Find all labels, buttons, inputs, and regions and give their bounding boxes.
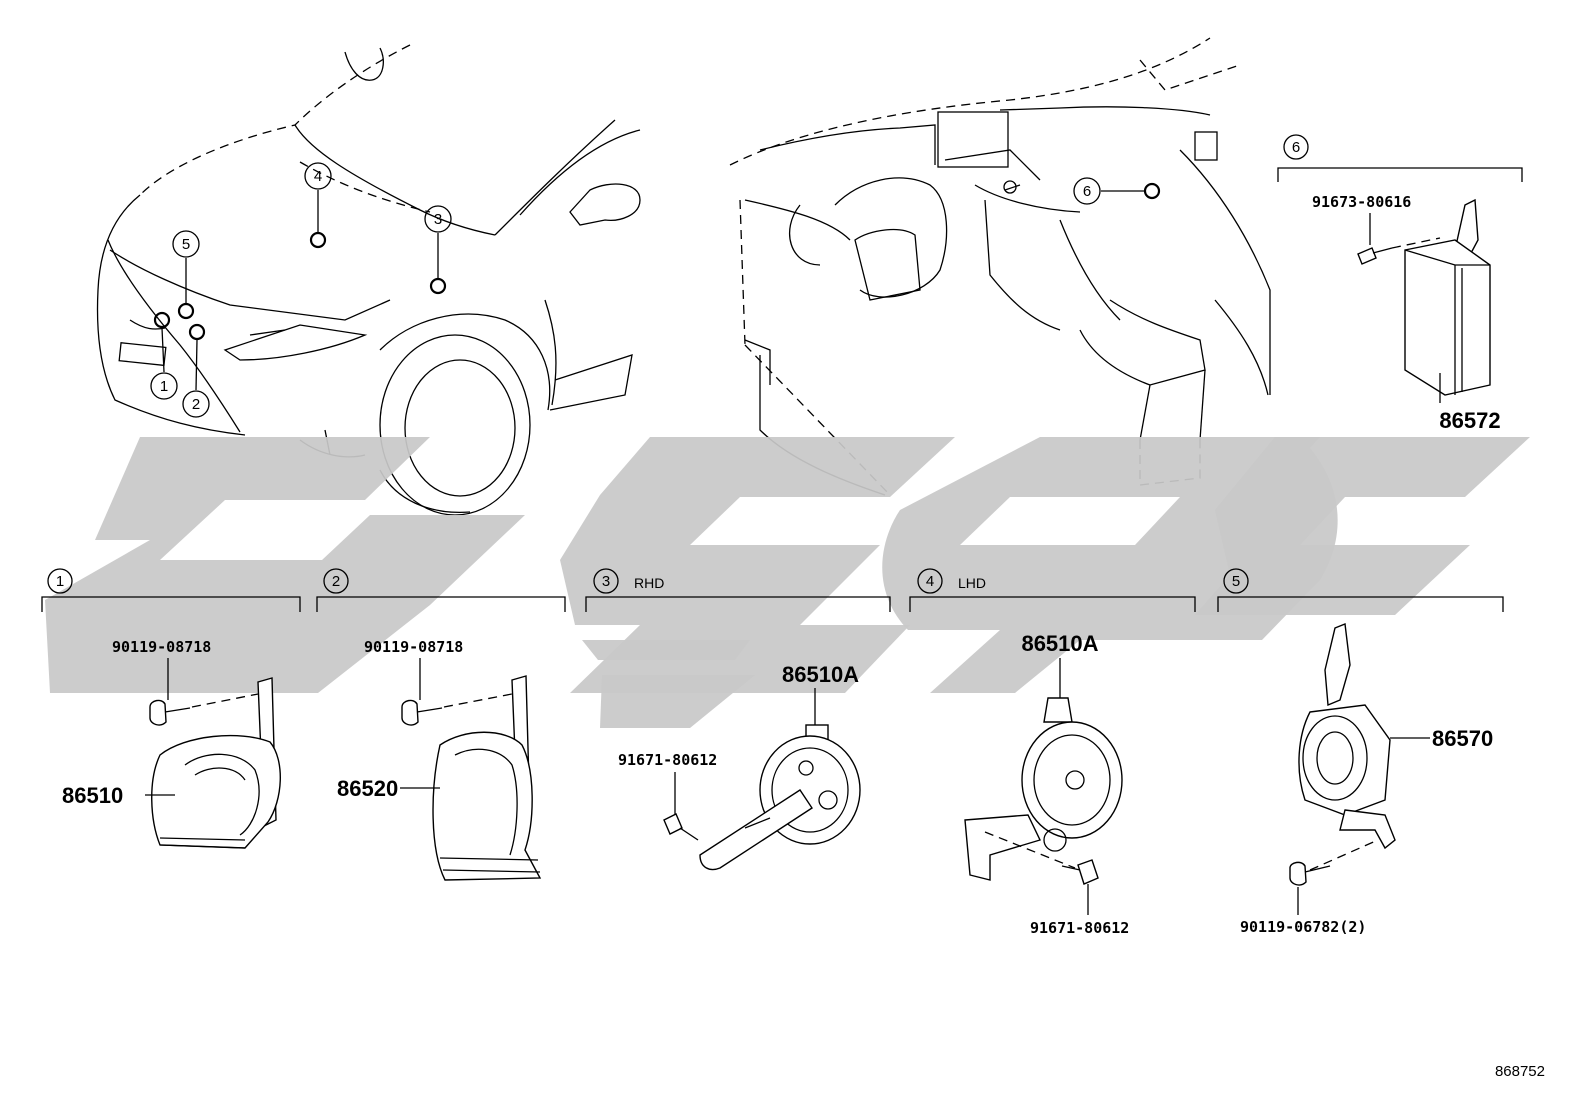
svg-text:4: 4 [314, 168, 322, 185]
section-callout-5: 5 [1223, 568, 1249, 594]
section-brackets [41, 167, 1523, 612]
vehicle-marker-5: 5 [172, 230, 200, 258]
control-module-icon [1404, 198, 1491, 396]
vehicle-marker-4: 4 [304, 162, 332, 190]
horn-icon [151, 677, 281, 849]
dash-marker-6: 6 [1073, 177, 1101, 205]
bolt-icon [1357, 247, 1393, 265]
part-label-86520: 86520 [337, 776, 398, 801]
bolt-icon [663, 813, 699, 841]
section-callout-1: 1 [47, 568, 73, 594]
svg-text:1: 1 [56, 573, 64, 590]
horn-icon [964, 697, 1123, 881]
section-callout-4: 4 LHD [917, 568, 986, 594]
bolt-label-90119-06782: 90119-06782(2) [1240, 918, 1366, 936]
bolt-label-91671-80612-a: 91671-80612 [618, 751, 717, 769]
vehicle-front-drawing: 4 3 5 1 2 [96, 44, 641, 516]
bolt-icon [1289, 861, 1331, 886]
section-callout-6: 6 [1283, 134, 1309, 160]
part-label-86510A-rhd: 86510A [782, 662, 859, 687]
diagram-reference-number: 868752 [1495, 1063, 1545, 1080]
part-label-86510A-lhd: 86510A [1021, 631, 1098, 656]
section-3-horn-rhd: 86510A 91671-80612 [618, 662, 861, 871]
section-1-horn: 90119-08718 86510 [62, 638, 281, 849]
svg-text:5: 5 [1232, 573, 1240, 590]
svg-text:1: 1 [160, 378, 168, 395]
part-label-86572: 86572 [1439, 408, 1500, 433]
section-5-horn: 86570 90119-06782(2) [1240, 623, 1493, 936]
svg-text:5: 5 [182, 236, 190, 253]
svg-text:2: 2 [192, 396, 200, 413]
svg-text:3: 3 [602, 573, 610, 590]
section-4-horn-lhd: 86510A 91671-80612 [964, 631, 1129, 937]
svg-text:6: 6 [1292, 139, 1300, 156]
bolt-icon [149, 699, 191, 726]
vehicle-marker-2: 2 [182, 390, 210, 418]
horn-icon [1298, 623, 1396, 850]
section-callout-3: 3 RHD [593, 568, 664, 594]
vehicle-marker-3: 3 [424, 205, 452, 233]
bolt-label-91671-80612-b: 91671-80612 [1030, 919, 1129, 937]
qualifier-lhd: LHD [958, 575, 986, 591]
part-label-86510: 86510 [62, 783, 123, 808]
svg-text:2: 2 [332, 573, 340, 590]
section-6-module: 91673-80616 86572 [1312, 193, 1501, 433]
section-2-horn: 90119-08718 86520 [337, 638, 542, 881]
watermark-logo [45, 437, 1530, 728]
bolt-icon [1061, 859, 1099, 885]
part-label-86570: 86570 [1432, 726, 1493, 751]
bolt-label-90119-08718-a: 90119-08718 [112, 638, 211, 656]
horn-icon [432, 675, 542, 881]
qualifier-rhd: RHD [634, 575, 664, 591]
bolt-icon [401, 699, 443, 726]
bolt-label-91673-80616: 91673-80616 [1312, 193, 1411, 211]
horn-icon [699, 724, 861, 871]
vehicle-marker-1: 1 [150, 372, 178, 400]
section-callout-2: 2 [323, 568, 349, 594]
svg-text:4: 4 [926, 573, 934, 590]
dashboard-drawing: 6 [729, 37, 1271, 496]
svg-text:6: 6 [1083, 183, 1091, 200]
bolt-label-90119-08718-b: 90119-08718 [364, 638, 463, 656]
svg-text:3: 3 [434, 211, 442, 228]
